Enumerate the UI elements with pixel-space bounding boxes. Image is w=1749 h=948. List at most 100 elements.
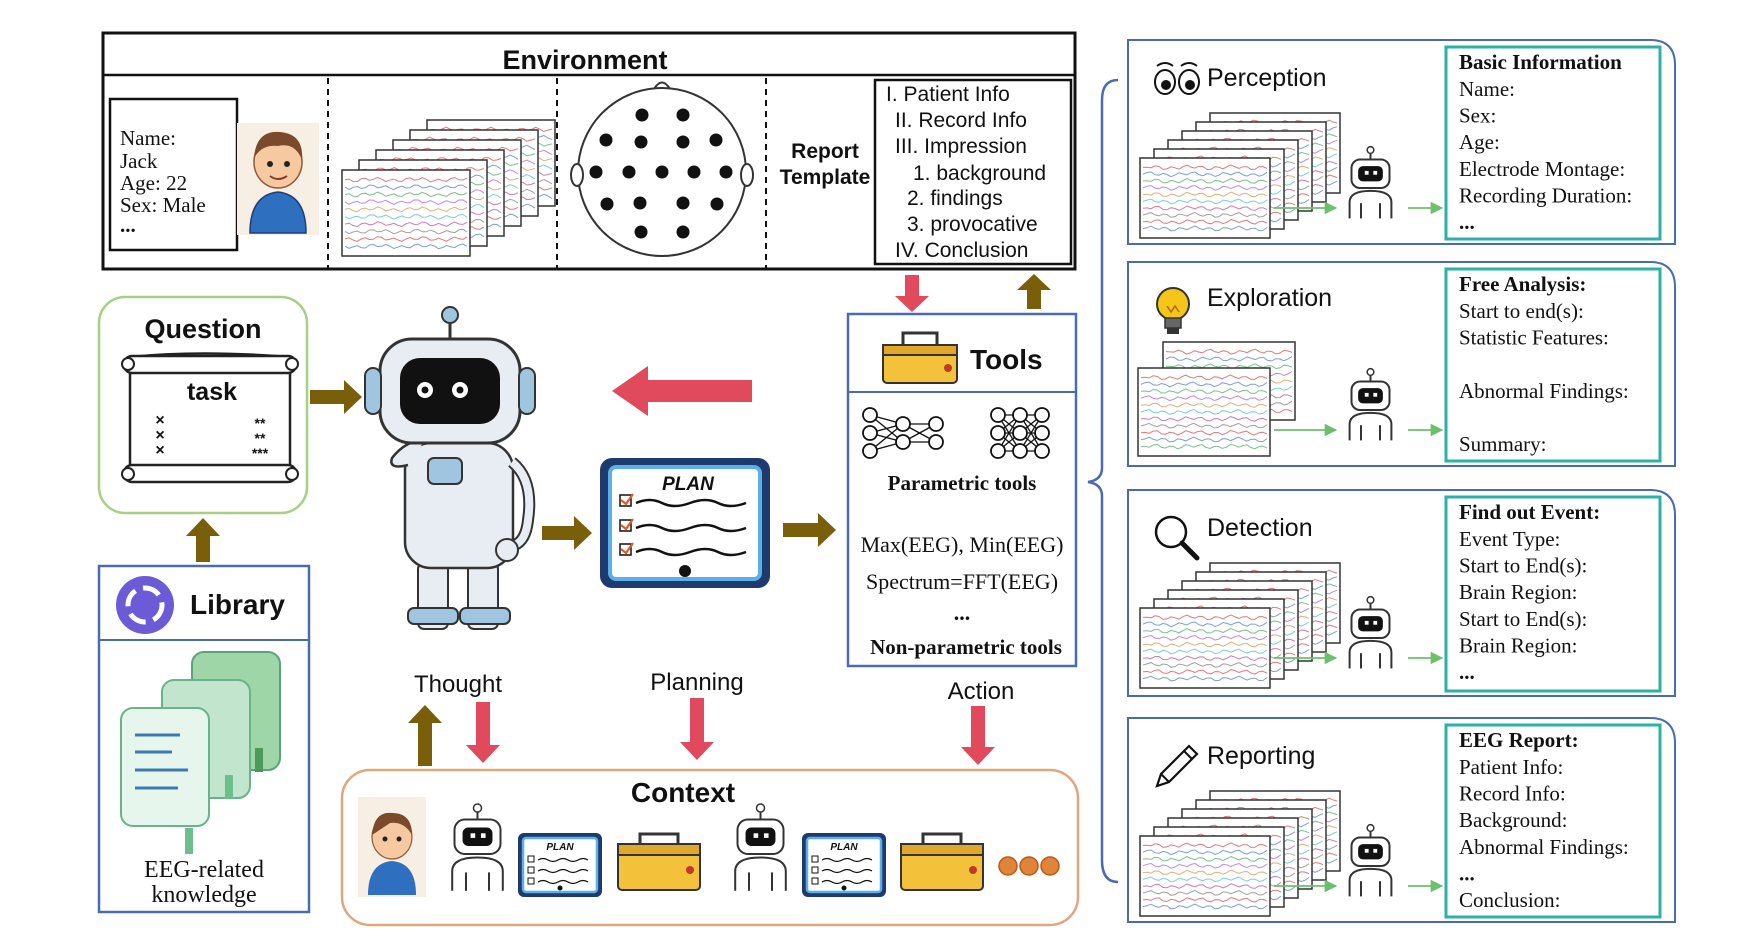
plan-label: PLAN xyxy=(662,474,715,495)
library-caption: EEG-related xyxy=(144,857,264,883)
stage-info-line: Abnormal Findings: xyxy=(1459,835,1629,859)
library-title: Library xyxy=(190,589,285,620)
question-title: Question xyxy=(144,314,261,344)
question-panel: Question task × × × ** ** *** xyxy=(97,295,309,515)
environment-to-tools-arrow xyxy=(895,275,929,312)
stage-info-box xyxy=(1444,267,1662,463)
svg-text:PLAN: PLAN xyxy=(546,842,574,853)
patient-line: Age: 22 xyxy=(120,171,187,195)
tool-formula: Spectrum=FFT(EEG) xyxy=(866,569,1058,594)
stage-info-line: Brain Region: xyxy=(1459,580,1577,604)
electrode-dot xyxy=(719,165,733,179)
task-label: task xyxy=(187,378,237,406)
electrode-dot xyxy=(634,135,648,149)
stage-info-line: Start to End(s): xyxy=(1459,554,1587,578)
toolbox-icon xyxy=(882,331,958,384)
pencil-icon xyxy=(1155,744,1199,788)
template-item: 3. provocative xyxy=(907,213,1038,236)
task-mark: × xyxy=(155,412,164,429)
magnifier-icon xyxy=(1154,515,1200,561)
plan-to-tools-arrow xyxy=(783,513,836,547)
patient-line: ... xyxy=(120,213,136,237)
stage-info-line: Background: xyxy=(1459,808,1567,832)
knowledge-documents-icon xyxy=(120,651,281,854)
context-to-thought-arrow xyxy=(408,705,442,766)
template-item: 2. findings xyxy=(907,187,1003,210)
robot-icon xyxy=(734,803,787,891)
robot-icon xyxy=(451,803,504,891)
task-scroll-icon xyxy=(121,352,299,484)
stage-info-line: Name: xyxy=(1459,77,1515,101)
plan-icon: PLAN xyxy=(802,833,886,897)
tools-to-agent-arrow xyxy=(612,366,752,416)
patient-avatar-icon xyxy=(358,797,426,897)
electrode-dot xyxy=(687,165,701,179)
plan-tablet-icon xyxy=(600,458,770,588)
environment-title: Environment xyxy=(502,45,667,75)
electrode-head-diagram xyxy=(570,81,754,257)
electrode-dot xyxy=(635,108,649,122)
stage-name: Reporting xyxy=(1207,742,1315,770)
stage-info-line: ... xyxy=(1459,210,1475,234)
patient-info-card xyxy=(108,97,239,252)
task-mark: ** xyxy=(255,415,266,431)
network-icon xyxy=(990,407,1050,459)
stage-info-line: ... xyxy=(1459,861,1475,885)
stage-info-heading: Basic Information xyxy=(1459,50,1622,74)
template-item: IV. Conclusion xyxy=(895,239,1028,262)
eeg-stack xyxy=(1137,341,1296,457)
stage-name: Perception xyxy=(1207,64,1327,92)
action-to-context-arrow xyxy=(961,706,995,765)
stage-info-line: Electrode Montage: xyxy=(1459,157,1625,181)
electrode-dot xyxy=(633,196,647,210)
robot-icon xyxy=(1348,595,1393,669)
more-dot xyxy=(998,856,1018,876)
tool-formula: ... xyxy=(954,600,971,625)
stage-info-line: Event Type: xyxy=(1459,527,1560,551)
electrode-dot xyxy=(599,133,613,147)
agent-to-plan-arrow xyxy=(542,516,592,550)
eeg-page xyxy=(1139,835,1271,917)
template-item: II. Record Info xyxy=(895,109,1027,132)
stage-info-line: Abnormal Findings: xyxy=(1459,379,1629,403)
tools-panel: Tools Parametric tools Max(EEG), Min(EEG… xyxy=(846,312,1078,668)
eeg-page xyxy=(341,169,471,257)
stage-info-line: Record Info: xyxy=(1459,782,1566,806)
eeg-stack xyxy=(1139,112,1341,239)
patient-line: Jack xyxy=(120,149,158,173)
electrode-dot xyxy=(676,225,690,239)
electrode-dot xyxy=(710,197,724,211)
thought-to-context-arrow xyxy=(466,702,500,763)
stage-info-line: Statistic Features: xyxy=(1459,326,1609,350)
template-item: I. Patient Info xyxy=(886,83,1010,106)
electrode-dot xyxy=(589,165,603,179)
robot-icon xyxy=(1348,367,1393,441)
network-icon xyxy=(862,407,944,459)
planning-label: Planning xyxy=(650,669,743,696)
patient-line: Name: xyxy=(120,126,176,150)
eyes-icon xyxy=(1154,62,1200,95)
more-dot xyxy=(1040,856,1060,876)
patient-line: Sex: Male xyxy=(120,193,206,217)
stage-info-heading: Free Analysis: xyxy=(1459,272,1586,296)
stage-info-heading: Find out Event: xyxy=(1459,500,1600,524)
stage-info-line: Age: xyxy=(1459,130,1500,154)
electrode-dot xyxy=(622,165,636,179)
electrode-dot xyxy=(676,196,690,210)
eeg-stack xyxy=(1139,790,1341,917)
question-to-agent-arrow xyxy=(310,380,362,414)
stage-info-box xyxy=(1444,495,1662,693)
nonparametric-tools-label: Non-parametric tools xyxy=(870,635,1062,659)
tool-formula: Max(EEG), Min(EEG) xyxy=(861,532,1064,557)
report-template-box xyxy=(873,78,1073,266)
task-mark: × xyxy=(155,442,164,459)
stage-info-box xyxy=(1444,45,1662,241)
electrode-dot xyxy=(709,133,723,147)
eeg-stack xyxy=(1139,562,1341,689)
library-logo-icon xyxy=(116,576,174,634)
